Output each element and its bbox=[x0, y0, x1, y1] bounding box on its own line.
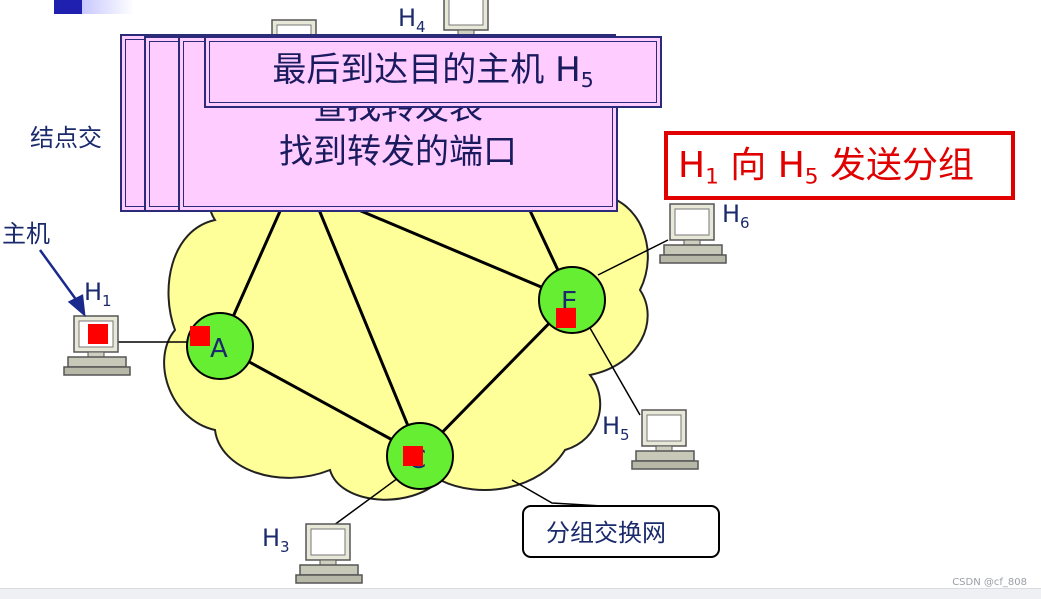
host-pointer-arrow bbox=[38, 249, 86, 318]
host-side-label: 主机 bbox=[2, 220, 50, 248]
host-h6-computer-icon bbox=[659, 203, 727, 264]
host-h4-label: H4 bbox=[398, 4, 426, 36]
popup-final-destination-title: 最后到达目的主机 H5 bbox=[272, 50, 594, 93]
packet-at-c bbox=[403, 446, 423, 466]
link-h5-e bbox=[589, 327, 641, 416]
host-links bbox=[118, 239, 669, 529]
packet-on-h1-screen bbox=[88, 324, 108, 344]
node-switch-side-label: 结点交 bbox=[30, 124, 102, 152]
host-h6-label: H6 bbox=[722, 200, 750, 232]
host-h5-computer-icon bbox=[631, 409, 699, 470]
popup-final-destination: 最后到达目的主机 H5 bbox=[204, 36, 662, 108]
link-c-e bbox=[418, 298, 574, 457]
host-h3-computer-icon bbox=[295, 523, 363, 584]
host-h1-label: H1 bbox=[84, 278, 112, 310]
network-callout: 分组交换网 bbox=[511, 479, 720, 558]
host-h5-label: H5 bbox=[602, 412, 630, 444]
node-a-label: A bbox=[210, 334, 228, 364]
bottom-bar bbox=[0, 588, 1041, 599]
slide-corner-mark bbox=[54, 0, 134, 14]
popup-line-port: 找到转发的端口 bbox=[279, 132, 517, 172]
packet-at-e bbox=[556, 308, 576, 328]
cloud-fill bbox=[180, 200, 635, 487]
link-h6-e bbox=[597, 239, 669, 276]
host-h3-label: H3 bbox=[262, 524, 290, 556]
link-top-e bbox=[334, 198, 573, 302]
link-a-c bbox=[219, 344, 421, 457]
watermark: CSDN @cf_808 bbox=[952, 577, 1027, 588]
link-h3-c bbox=[329, 477, 399, 529]
caption-h1-to-h5: H1 向 H5 发送分组 bbox=[664, 131, 1015, 200]
packet-at-a bbox=[190, 326, 210, 346]
network-callout-label: 分组交换网 bbox=[546, 519, 666, 547]
link-c-top bbox=[313, 199, 422, 456]
